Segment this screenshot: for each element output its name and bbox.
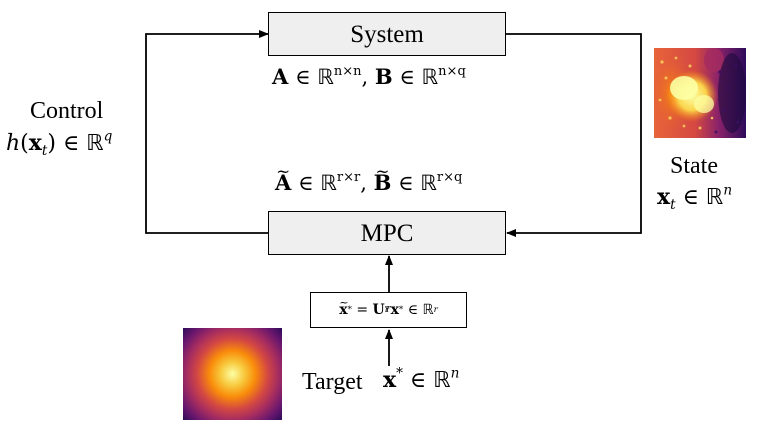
- system-block: System: [268, 12, 506, 56]
- state-label: State: [670, 153, 718, 179]
- target-signal: x* ∈ ℝn: [383, 365, 460, 393]
- control-signal: h(xt) ∈ ℝq: [6, 128, 113, 159]
- system-label: System: [350, 20, 424, 48]
- state-signal: xt ∈ ℝn: [657, 182, 733, 213]
- target-label: Target: [302, 369, 363, 395]
- matrix-a: A: [272, 64, 289, 89]
- control-wire: [145, 30, 269, 234]
- control-label: Control: [30, 98, 104, 124]
- state-heatmap: [654, 48, 746, 138]
- matrix-b-tilde: B: [374, 163, 392, 193]
- mpc-matrices: A ∈ ℝr×r, B ∈ ℝr×q: [275, 163, 462, 194]
- matrix-a-tilde: A: [275, 163, 292, 193]
- state-wire: [506, 33, 642, 237]
- system-matrices: A ∈ ℝn×n, B ∈ ℝn×q: [272, 63, 466, 89]
- mpc-block: MPC: [268, 211, 506, 255]
- matrix-b: B: [374, 64, 393, 89]
- mpc-label: MPC: [360, 219, 414, 247]
- target-gaussian-heatmap: [183, 328, 282, 420]
